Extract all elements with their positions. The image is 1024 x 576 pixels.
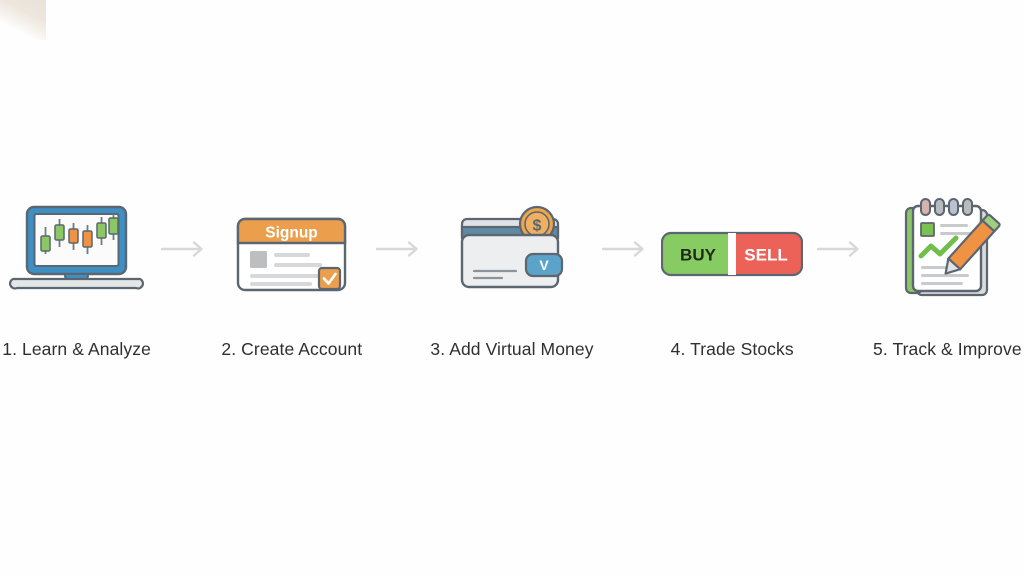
sell-button[interactable] bbox=[732, 231, 804, 277]
step-3-add-virtual-money[interactable]: $ V 3. Add Virtual Money bbox=[430, 193, 593, 360]
step-1-label: 1. Learn & Analyze bbox=[2, 339, 151, 359]
arrow-1-to-2 bbox=[153, 193, 215, 305]
spiral-ring-4 bbox=[961, 198, 973, 216]
step-5-artwork bbox=[871, 193, 1024, 305]
arrow-right-icon bbox=[376, 241, 419, 257]
step-1-artwork bbox=[0, 193, 153, 305]
arrow-2-to-3 bbox=[368, 193, 430, 305]
signup-header-text: Signup bbox=[266, 225, 319, 242]
step-4-artwork: BUY SELL bbox=[656, 193, 809, 305]
step-1-learn-analyze[interactable]: 1. Learn & Analyze bbox=[0, 193, 153, 360]
signup-form-card-icon: Signup bbox=[237, 217, 347, 292]
step-5-label: 5. Track & Improve bbox=[873, 339, 1022, 359]
step-2-artwork: Signup bbox=[215, 193, 368, 305]
wallet-card-badge-text: V bbox=[540, 257, 550, 273]
sell-label: SELL bbox=[744, 246, 787, 265]
laptop-candlestick-chart-icon bbox=[9, 205, 145, 290]
wallet-with-coin-icon: $ V bbox=[461, 205, 564, 289]
buy-label: BUY bbox=[680, 246, 717, 265]
corner-accent-decoration bbox=[0, 0, 46, 40]
step-5-track-improve[interactable]: 5. Track & Improve bbox=[871, 193, 1024, 360]
step-3-label: 3. Add Virtual Money bbox=[430, 339, 594, 359]
arrow-4-to-5 bbox=[809, 193, 871, 305]
arrow-right-icon bbox=[161, 241, 203, 257]
buy-button[interactable] bbox=[661, 231, 733, 277]
step-2-label: 2. Create Account bbox=[221, 339, 363, 359]
buy-sell-divider bbox=[728, 233, 737, 275]
spiral-ring-2 bbox=[933, 198, 945, 216]
spiral-ring-3 bbox=[947, 198, 959, 216]
arrow-right-icon bbox=[816, 241, 859, 257]
buy-sell-toggle-icon: BUY SELL bbox=[661, 231, 804, 277]
arrow-right-icon bbox=[601, 241, 644, 257]
step-4-label: 4. Trade Stocks bbox=[670, 339, 794, 359]
coin-dollar-symbol: $ bbox=[533, 218, 542, 235]
arrow-3-to-4 bbox=[594, 193, 656, 305]
notepad-chart-pencil-icon bbox=[904, 198, 1001, 297]
process-flow: 1. Learn & Analyze Signup bbox=[0, 193, 1024, 360]
spiral-ring-1 bbox=[919, 198, 931, 216]
step-2-create-account[interactable]: Signup 2. Create Account bbox=[215, 193, 368, 360]
step-4-trade-stocks[interactable]: BUY SELL 4. Trade Stocks bbox=[656, 193, 809, 360]
step-3-artwork: $ V bbox=[430, 193, 593, 305]
